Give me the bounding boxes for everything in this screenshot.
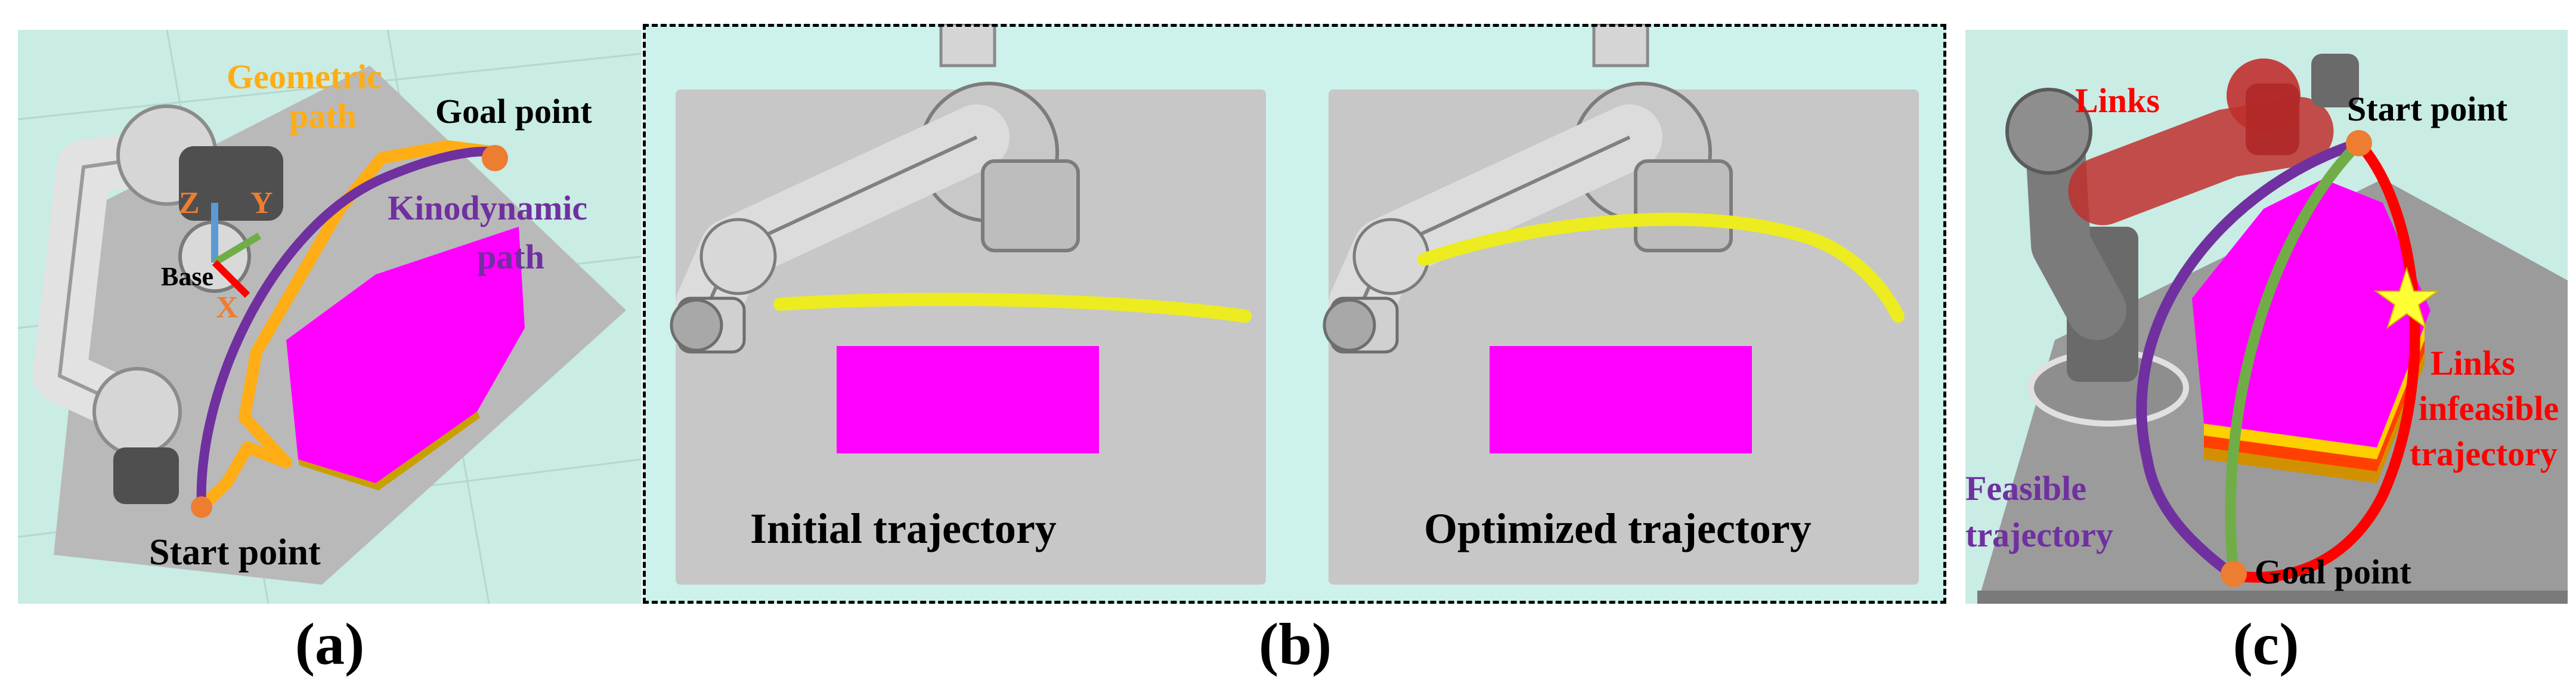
obstacle-shadow xyxy=(298,412,480,490)
goal-point-marker xyxy=(482,145,508,171)
label-links-infeasible-1: Links xyxy=(2431,344,2515,382)
obstacle-stack xyxy=(2192,179,2431,483)
label-base: Base xyxy=(161,262,213,291)
label-feasible-1: Feasible xyxy=(1965,469,2086,508)
links-infeasible-trajectory xyxy=(2228,138,2420,583)
robot-arm xyxy=(33,104,283,504)
label-links-infeasible-2: infeasible xyxy=(2419,389,2559,428)
robot-arm-optimized xyxy=(1323,24,1733,354)
label-kinodynamic: Kinodynamic xyxy=(388,189,588,227)
optimized-subpanel xyxy=(1323,24,1919,585)
panel-c: Links Start point Links infeasible traje… xyxy=(1965,30,2568,604)
table-edge xyxy=(1977,591,2568,604)
goal-point-marker xyxy=(2221,561,2247,587)
label-links-infeasible-3: trajectory xyxy=(2410,434,2558,473)
robot-arm-initial xyxy=(670,24,1080,354)
label-optimized-trajectory: Optimized trajectory xyxy=(1424,505,1812,552)
obstacle-box-initial xyxy=(837,346,1099,453)
kinodynamic-path xyxy=(196,147,500,512)
panel-b: Initial trajectory Optimized trajectory xyxy=(643,24,1946,604)
base-axes xyxy=(211,203,262,298)
robot-wrist xyxy=(2311,54,2359,107)
caption-c: (c) xyxy=(2233,611,2299,677)
collision-star xyxy=(2373,266,2440,329)
label-goal-point: Goal point xyxy=(2255,552,2411,591)
obstacle-box xyxy=(286,227,525,483)
start-point-marker xyxy=(191,496,212,518)
label-feasible-2: trajectory xyxy=(1965,515,2113,554)
caption-a: (a) xyxy=(295,611,365,677)
panel-a-scene xyxy=(18,30,642,604)
label-start-point: Start point xyxy=(149,532,321,573)
feasible-trajectory xyxy=(2136,138,2364,581)
caption-b: (b) xyxy=(1258,611,1332,677)
red-links xyxy=(2068,58,2334,226)
label-axis-x: X xyxy=(216,291,239,325)
label-goal-point: Goal point xyxy=(435,92,592,131)
initial-subpanel xyxy=(670,24,1266,585)
caption-b-letter: b xyxy=(1278,611,1312,677)
start-point-marker xyxy=(2346,130,2372,156)
panel-c-scene xyxy=(1965,30,2568,604)
panel-a: Geometric path Goal point Kinodynamic pa… xyxy=(18,30,642,604)
label-axis-z: Z xyxy=(179,186,200,220)
green-path xyxy=(2225,138,2364,581)
geometric-path xyxy=(196,140,501,513)
label-geometric-path: path xyxy=(289,97,357,135)
panel-b-scene xyxy=(643,24,1946,604)
optimized-trajectory-line xyxy=(1417,212,1905,323)
obstacle-box-optimized xyxy=(1490,346,1752,453)
label-kinodynamic-path: path xyxy=(477,237,544,276)
caption-a-letter: a xyxy=(315,611,345,677)
label-links: Links xyxy=(2075,81,2160,120)
label-axis-y: Y xyxy=(250,186,273,220)
initial-trajectory-line xyxy=(773,292,1252,323)
label-start-point: Start point xyxy=(2347,89,2508,128)
caption-c-letter: c xyxy=(2252,611,2280,677)
label-initial-trajectory: Initial trajectory xyxy=(750,505,1057,552)
label-geometric: Geometric xyxy=(227,57,382,96)
